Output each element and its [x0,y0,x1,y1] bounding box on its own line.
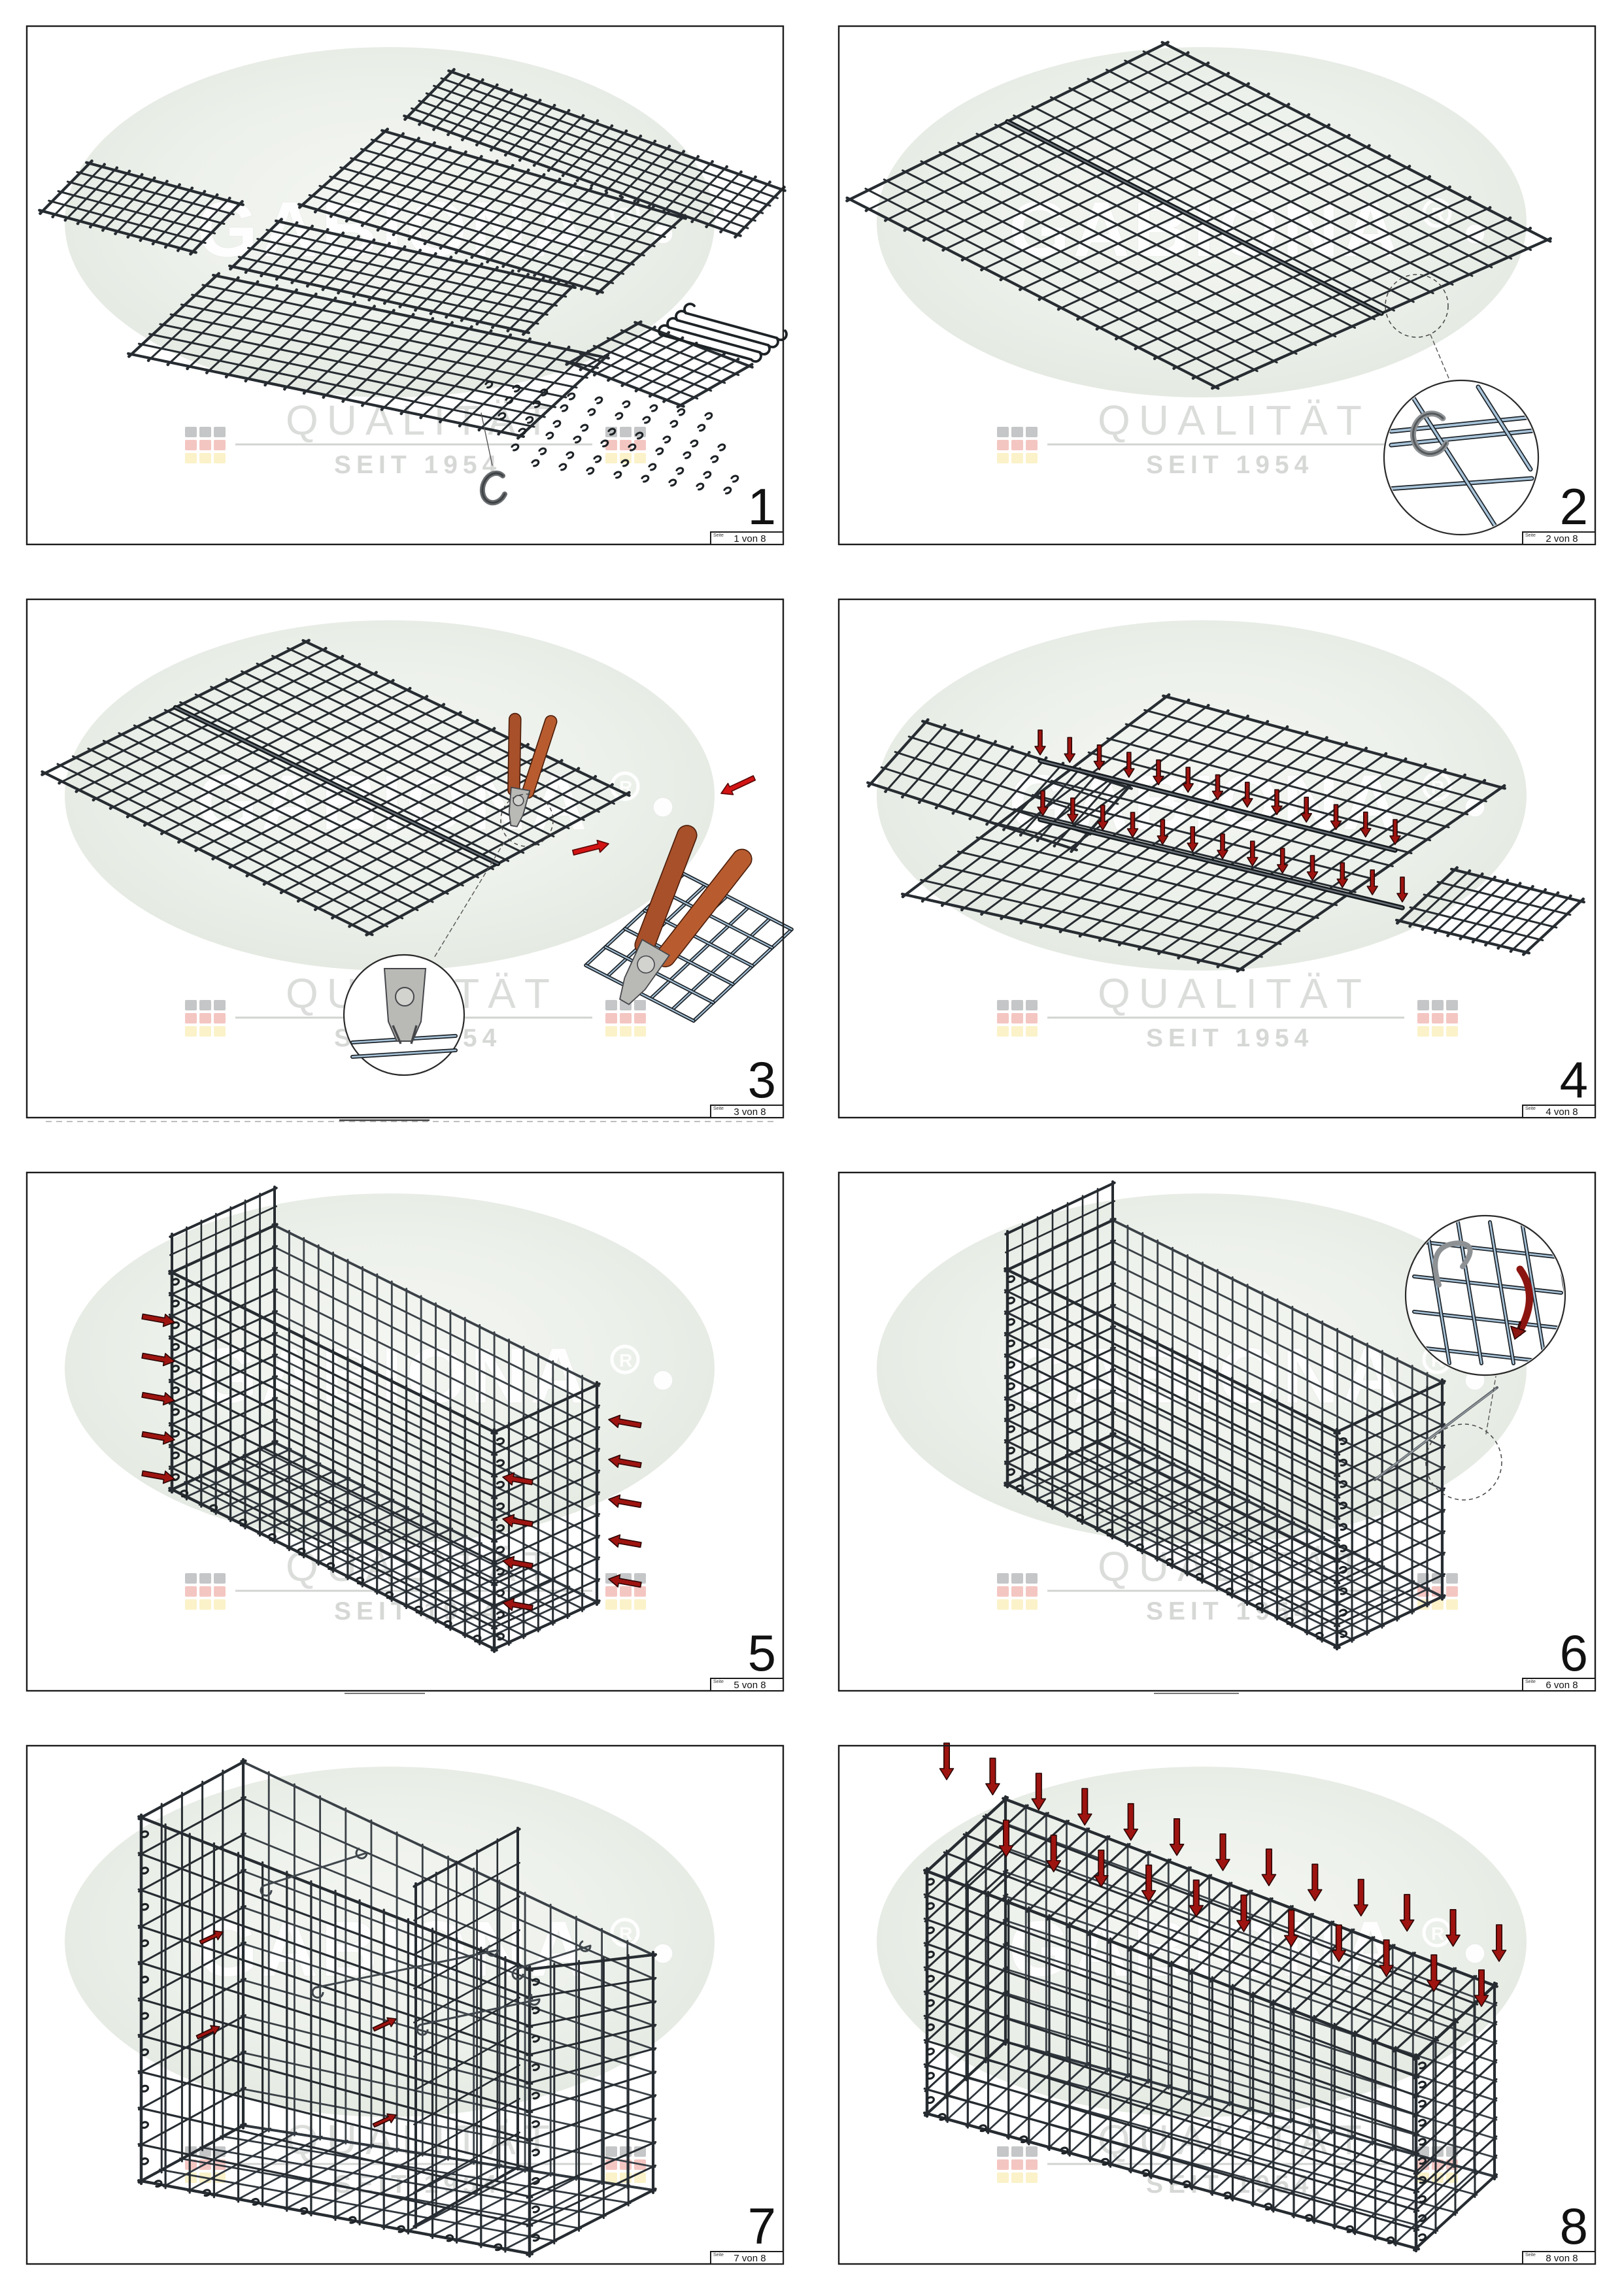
svg-text:R: R [619,1350,632,1371]
svg-text:5 von 8: 5 von 8 [734,1680,766,1691]
svg-text:2 von 8: 2 von 8 [1546,533,1578,544]
svg-text:6 von 8: 6 von 8 [1546,1680,1578,1691]
svg-text:4: 4 [1560,1051,1588,1108]
svg-text:2: 2 [1560,478,1588,535]
svg-text:1 von 8: 1 von 8 [734,533,766,544]
svg-text:SEIT 1954: SEIT 1954 [334,451,501,479]
svg-text:Seite: Seite [713,2253,724,2257]
svg-text:8: 8 [1560,2197,1588,2255]
svg-text:Seite: Seite [713,533,724,538]
svg-text:Seite: Seite [1525,2253,1536,2257]
svg-text:7: 7 [748,2197,776,2255]
svg-text:Seite: Seite [713,1680,724,1684]
svg-text:SEIT 1954: SEIT 1954 [1146,1597,1313,1625]
svg-text:SEIT 1954: SEIT 1954 [1146,1024,1313,1052]
svg-text:8 von 8: 8 von 8 [1546,2253,1578,2264]
svg-text:5: 5 [748,1624,776,1682]
svg-text:7 von 8: 7 von 8 [734,2253,766,2264]
svg-text:Seite: Seite [1525,1106,1536,1111]
svg-text:Seite: Seite [1525,1680,1536,1684]
svg-text:1: 1 [748,478,776,535]
svg-text:Seite: Seite [713,1106,724,1111]
svg-text:R: R [619,1923,632,1944]
svg-text:QUALITÄT: QUALITÄT [1098,397,1370,444]
svg-text:6: 6 [1560,1624,1588,1682]
svg-text:SEIT 1954: SEIT 1954 [1146,451,1313,479]
svg-text:3 von 8: 3 von 8 [734,1106,766,1118]
svg-text:QUALITÄT: QUALITÄT [1098,970,1370,1017]
svg-text:R: R [1431,1923,1444,1944]
svg-text:3: 3 [748,1051,776,1108]
svg-text:4 von 8: 4 von 8 [1546,1106,1578,1118]
svg-text:GABIONA: GABIONA [197,1332,590,1420]
svg-text:Seite: Seite [1525,533,1536,538]
